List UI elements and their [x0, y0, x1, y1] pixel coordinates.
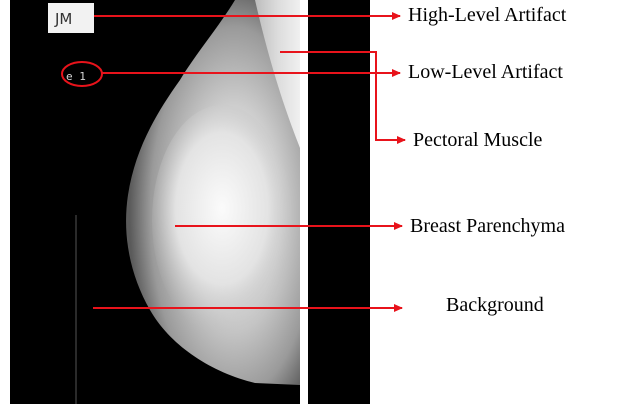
label-low-level-artifact: Low-Level Artifact — [408, 62, 563, 82]
breast-parenchyma-region — [152, 105, 292, 335]
label-breast-parenchyma: Breast Parenchyma — [410, 216, 565, 236]
label-high-level-artifact: High-Level Artifact — [408, 5, 566, 25]
tag-text: JM — [54, 10, 72, 28]
label-pectoral-muscle: Pectoral Muscle — [413, 130, 542, 150]
marker-text: e 1 — [66, 70, 86, 83]
film-right-border — [300, 0, 308, 404]
label-background: Background — [446, 295, 544, 315]
